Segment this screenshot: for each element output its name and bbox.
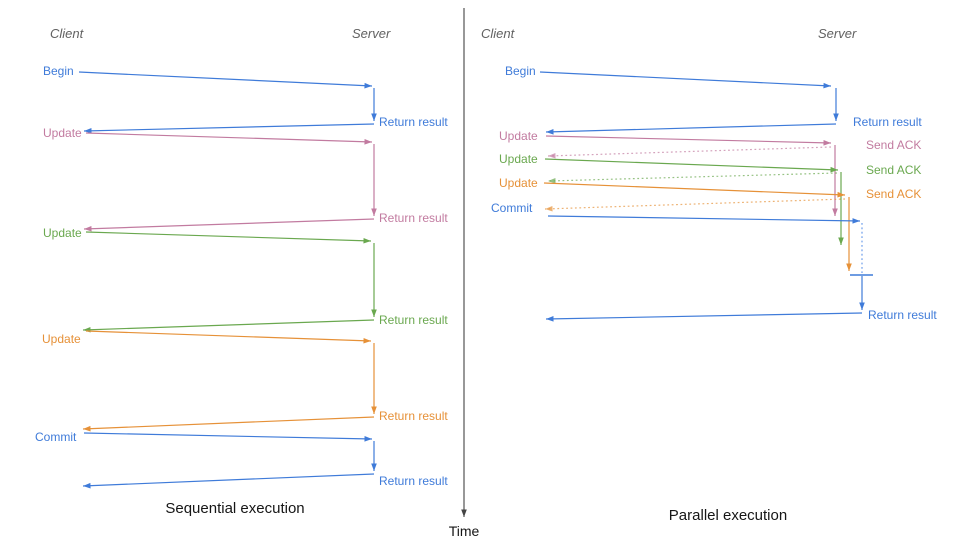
parallel-update-1-note: Send ACK: [866, 138, 921, 152]
time-axis-label: Time: [449, 523, 480, 539]
sequential-update-1-label: Update: [43, 126, 82, 140]
sequential-commit-label: Commit: [35, 430, 77, 444]
sequential-update-2-processing-line: [371, 243, 377, 317]
parallel-begin-note: Return result: [853, 115, 922, 129]
sequential-begin-processing-line: [371, 88, 377, 121]
sequential-update-2-request-line-arrowhead: [363, 237, 371, 244]
parallel-actor-client: Client: [481, 26, 516, 41]
sequential-update-1-response-line: [83, 218, 375, 232]
sequential-update-3-processing-line: [371, 343, 377, 414]
sequential-update-1-request-line: [85, 132, 373, 145]
parallel-update-3-note: Send ACK: [866, 187, 921, 201]
parallel-update-1-label: Update: [499, 129, 538, 143]
sequential-update-3-response-line: [82, 416, 375, 432]
parallel-update-2-processing-line-arrowhead: [838, 237, 844, 245]
sequential-commit-response-line: [82, 473, 375, 489]
parallel-update-1-request-line-arrowhead: [823, 140, 831, 146]
sequential-actor-server: Server: [352, 26, 391, 41]
sequential-panel-title: Sequential execution: [165, 500, 304, 517]
parallel-begin-request-line: [539, 71, 832, 89]
parallel-update-2-note: Send ACK: [866, 163, 921, 177]
sequential-update-3-label: Update: [42, 332, 81, 346]
sequential-begin-processing-line-arrowhead: [371, 113, 377, 121]
sequential-update-2-request-line: [85, 231, 372, 244]
parallel-begin-request-line-arrowhead: [823, 82, 831, 89]
parallel-update-2-request-line: [544, 158, 839, 173]
sequential-update-1-request-line-arrowhead: [364, 138, 372, 145]
parallel-update-2-ack-line: [547, 172, 838, 184]
parallel-update-3-label: Update: [499, 176, 538, 190]
parallel-panel-title: Parallel execution: [669, 507, 787, 524]
parallel-update-1-request-line: [545, 135, 832, 146]
parallel-commit-label: Commit: [491, 201, 533, 215]
sequential-commit-response-line-arrowhead: [83, 482, 91, 489]
time-axis-line-arrowhead: [461, 509, 467, 517]
parallel-update-1-processing-line-arrowhead: [832, 208, 838, 216]
sequential-update-3-response-line-arrowhead: [83, 425, 91, 432]
parallel-begin-label: Begin: [505, 64, 536, 78]
sequential-begin-label: Begin: [43, 64, 74, 78]
parallel-begin-response-line: [545, 123, 837, 135]
sequential-begin-response-line-arrowhead: [84, 128, 92, 134]
sequential-update-3-request-line-arrowhead: [363, 337, 371, 344]
parallel-update-3-request-line: [543, 182, 846, 198]
parallel-commit-request-line-arrowhead: [852, 218, 860, 224]
sequential-begin-request-line-arrowhead: [364, 82, 372, 89]
parallel-commit-note: Return result: [868, 308, 937, 322]
parallel-actor-server: Server: [818, 26, 857, 41]
parallel-update-2-request-line-arrowhead: [830, 166, 838, 173]
parallel-update-1-processing-line: [832, 145, 838, 216]
sequential-update-1-processing-line-arrowhead: [371, 208, 377, 216]
sequential-commit-request-line: [83, 432, 373, 442]
parallel-update-3-ack-line: [544, 198, 846, 212]
sequential-update-2-label: Update: [43, 226, 82, 240]
parallel-begin-response-line-arrowhead: [546, 128, 554, 135]
sequential-commit-note: Return result: [379, 474, 448, 488]
parallel-update-3-processing-line: [846, 197, 852, 271]
sequential-update-1-note: Return result: [379, 211, 448, 225]
parallel-commit-processing-line-arrowhead: [859, 302, 865, 310]
sequential-commit-processing-line-arrowhead: [371, 463, 377, 471]
sequential-update-3-processing-line-arrowhead: [371, 406, 377, 414]
sequential-begin-response-line: [83, 123, 375, 134]
parallel-commit-response-line-arrowhead: [546, 316, 554, 322]
sequential-begin-request-line: [78, 71, 373, 89]
parallel-commit-request-line: [547, 215, 861, 224]
time-axis-line: [461, 8, 467, 517]
parallel-begin-processing-line-arrowhead: [833, 113, 839, 121]
parallel-update-1-ack-line-arrowhead: [548, 152, 556, 159]
sequential-begin-note: Return result: [379, 115, 448, 129]
parallel-update-2-label: Update: [499, 152, 538, 166]
parallel-update-3-processing-line-arrowhead: [846, 263, 852, 271]
parallel-update-2-ack-line-arrowhead: [548, 177, 556, 184]
parallel-update-2-processing-line: [838, 172, 844, 245]
sequential-commit-processing-line: [371, 441, 377, 471]
parallel-update-1-ack-line: [547, 146, 832, 159]
sequential-update-2-response-line: [82, 319, 375, 333]
sequential-commit-request-line-arrowhead: [364, 436, 372, 442]
sequential-update-2-processing-line-arrowhead: [371, 309, 377, 317]
sequential-update-1-processing-line: [371, 144, 377, 216]
sequential-update-3-request-line: [85, 330, 372, 344]
parallel-update-3-request-line-arrowhead: [837, 191, 845, 198]
parallel-update-3-ack-line-arrowhead: [545, 205, 553, 212]
sequential-actor-client: Client: [50, 26, 85, 41]
parallel-commit-processing-line: [859, 276, 865, 310]
parallel-begin-processing-line: [833, 88, 839, 121]
parallel-commit-response-line: [545, 312, 863, 322]
sequential-update-1-response-line-arrowhead: [84, 225, 92, 232]
sequential-update-2-note: Return result: [379, 313, 448, 327]
sequential-update-3-note: Return result: [379, 409, 448, 423]
